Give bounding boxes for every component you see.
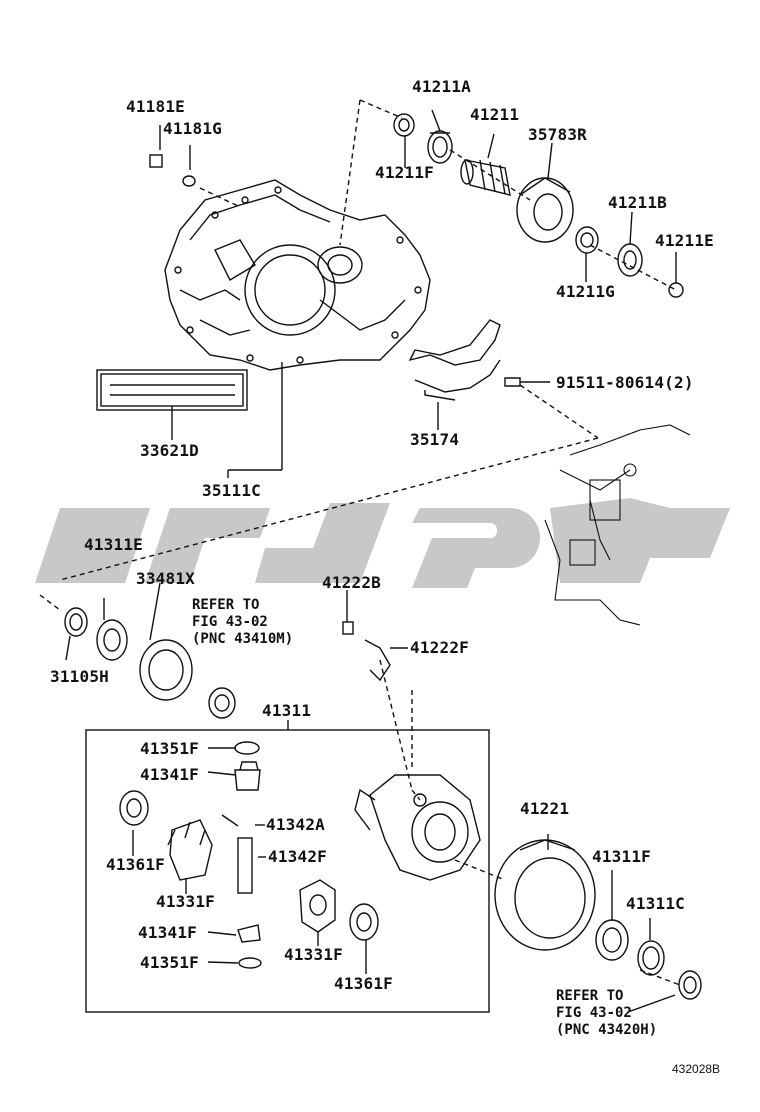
part-number-33481X[interactable]: 33481X <box>136 569 195 588</box>
part-number-41211[interactable]: 41211 <box>470 105 520 124</box>
part-number-41211B[interactable]: 41211B <box>608 193 667 212</box>
part-number-91511-80614[interactable]: 91511-80614(2) <box>556 373 694 392</box>
part-number-41311E[interactable]: 41311E <box>84 535 143 554</box>
part-number-41351F-lower[interactable]: 41351F <box>140 953 199 972</box>
part-number-35783R[interactable]: 35783R <box>528 125 587 144</box>
transaxle-housing <box>164 179 431 371</box>
part-number-41311C[interactable]: 41311C <box>626 894 685 913</box>
refer-lower-line3[interactable]: (PNC 43420H) <box>556 1022 658 1038</box>
part-number-41361F-left[interactable]: 41361F <box>106 855 165 874</box>
part-number-41331F-right[interactable]: 41331F <box>284 945 343 964</box>
refer-upper-line1[interactable]: REFER TO <box>192 597 260 613</box>
part-number-41361F-right[interactable]: 41361F <box>334 974 393 993</box>
part-number-33621D[interactable]: 33621D <box>140 441 199 460</box>
part-number-35174[interactable]: 35174 <box>410 430 460 449</box>
part-number-41311[interactable]: 41311 <box>262 701 312 720</box>
drain-plug <box>149 154 163 168</box>
label-plate <box>96 369 248 411</box>
part-number-41222B[interactable]: 41222B <box>322 573 381 592</box>
part-number-41211G[interactable]: 41211G <box>556 282 615 301</box>
refer-lower-line2[interactable]: FIG 43-02 <box>556 1005 632 1021</box>
part-number-41211A[interactable]: 41211A <box>412 77 471 96</box>
figure-id: 432028B <box>672 1062 721 1076</box>
refer-lower-line1[interactable]: REFER TO <box>556 988 624 1004</box>
part-number-41181G[interactable]: 41181G <box>163 119 222 138</box>
part-number-41221[interactable]: 41221 <box>520 799 570 818</box>
part-number-35111C[interactable]: 35111C <box>202 481 261 500</box>
plug-gasket <box>182 175 196 187</box>
part-number-41341F-lower[interactable]: 41341F <box>138 923 197 942</box>
part-number-41331F-left[interactable]: 41331F <box>156 892 215 911</box>
part-number-41211E[interactable]: 41211E <box>655 231 714 250</box>
part-number-41222F[interactable]: 41222F <box>410 638 469 657</box>
part-number-41311F[interactable]: 41311F <box>592 847 651 866</box>
part-number-41341F-upper[interactable]: 41341F <box>140 765 199 784</box>
part-number-41351F-upper[interactable]: 41351F <box>140 739 199 758</box>
refer-upper-line2[interactable]: FIG 43-02 <box>192 614 268 630</box>
part-number-41342F[interactable]: 41342F <box>268 847 327 866</box>
part-number-41211F[interactable]: 41211F <box>375 163 434 182</box>
watermark-logo <box>35 498 730 588</box>
refer-upper-line3[interactable]: (PNC 43410M) <box>192 631 294 647</box>
part-number-31105H[interactable]: 31105H <box>50 667 109 686</box>
part-number-41342A[interactable]: 41342A <box>266 815 325 834</box>
part-number-41181E[interactable]: 41181E <box>126 97 185 116</box>
